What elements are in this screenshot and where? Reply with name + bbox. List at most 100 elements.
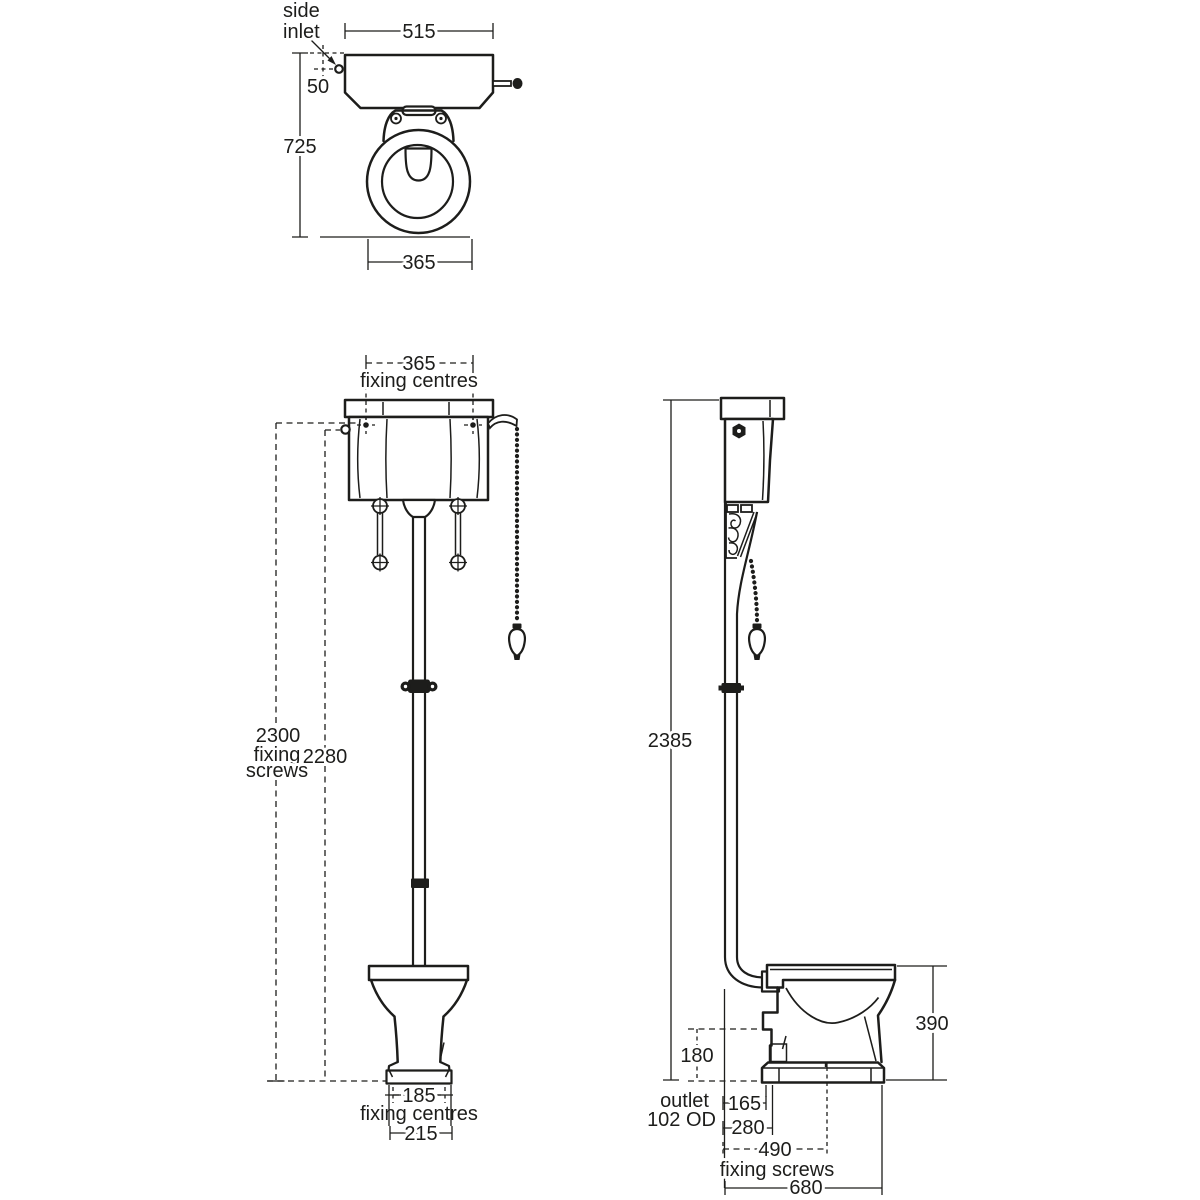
pan-pedestal-inner-line: [863, 1016, 877, 1062]
dim-2300-lines: [275, 422, 359, 1081]
dim-680-lines: [724, 1181, 883, 1195]
pan-seat-plate-side: [765, 963, 897, 989]
pan-base-side: [760, 1061, 886, 1084]
chain-pull-tip: [513, 654, 521, 660]
dim-overall-depth: 680: [724, 1174, 883, 1200]
side-inlet-label-line2: inlet: [283, 21, 320, 43]
cistern-body-front: [347, 415, 490, 502]
dim-2385-value: 2385: [648, 730, 693, 752]
dim-cistern-fixing-centres: 365 fixing centres: [357, 350, 481, 424]
dim-inlet-offset: 50: [304, 45, 344, 101]
pipe-elbow: [723, 956, 765, 989]
dim-seat-width: 365: [367, 239, 473, 277]
dim-trap-setout: 280: [722, 1114, 774, 1142]
cistern-lid-ticks: [382, 402, 450, 415]
side-extension-lines: [723, 989, 883, 1188]
pull-chain-side: [748, 558, 760, 626]
pan-bowl-sides: [369, 978, 469, 1064]
flush-bell: [401, 498, 437, 519]
dim-185-label: fixing centres: [360, 1103, 478, 1125]
pan-base-details: [762, 1067, 884, 1082]
dim-180-value: 180: [680, 1045, 713, 1067]
dim-365-plan-value: 365: [402, 252, 435, 274]
side-view: 2385 390 180 outlet 102 OD 165 280: [644, 396, 952, 1200]
bracket-lug-2: [740, 504, 753, 513]
dim-outlet-setout: 165: [722, 1090, 767, 1118]
bracket-bottom-cross: [449, 553, 467, 572]
seat-shoulders: [382, 109, 455, 143]
bracket-stem: [376, 513, 384, 555]
pan-surface-line: [440, 1042, 445, 1057]
flush-pipe-front: [411, 517, 427, 966]
cistern-body-contours: [357, 418, 480, 499]
bracket-bottom-cross: [371, 553, 389, 572]
bracket-scrollwork: [727, 513, 742, 556]
pan-top-plate-front: [367, 964, 470, 982]
dim-cistern-width: 515: [344, 18, 494, 46]
side-inlet-boss: [334, 64, 344, 74]
fixing-hole-crosshairs: [357, 416, 482, 434]
bracket-lug-1: [726, 504, 739, 513]
cistern-lid-front: [343, 398, 495, 419]
pull-lever-arm: [486, 414, 518, 430]
seat-hinge-screw-left-dot: [394, 116, 398, 121]
dim-185-value: 185: [402, 1085, 435, 1107]
hex-bolt-center: [737, 429, 741, 433]
cistern-bracket-left: [371, 497, 389, 572]
outlet-annotation: outlet 102 OD: [644, 1087, 719, 1134]
flush-pipe-side: [723, 502, 759, 957]
dim-pan-height: 390: [886, 965, 952, 1081]
seat-hinge-screw-right-dot: [439, 116, 443, 121]
dim-215-value: 215: [404, 1123, 437, 1145]
chain-pull-tip-side: [753, 654, 761, 660]
leader-line: [310, 39, 332, 61]
clip-tab-left: [718, 685, 722, 691]
side-inlet-label-line1: side: [283, 0, 320, 22]
dim-2280-value: 2280: [303, 746, 348, 768]
pan-plinth-front: [385, 1069, 453, 1085]
pan-outlet-stub: [770, 1043, 788, 1063]
clip-band: [721, 683, 741, 693]
dim-2300-label1: fixing: [254, 744, 301, 766]
bowl-flush-opening: [404, 147, 433, 182]
cistern-bracket-right: [449, 497, 467, 572]
flush-lever-arm: [492, 80, 512, 87]
cistern-lid-side: [719, 396, 786, 421]
ornament-dot-right: [430, 684, 435, 689]
dim-50-lines: [310, 45, 344, 77]
bowl-inner-ring: [380, 143, 455, 220]
pan-front-profile: [876, 978, 897, 1064]
chain-pull-connector: [512, 623, 522, 629]
dim-pan-fixing-screws: 490 fixing screws: [717, 1067, 837, 1184]
bracket-top-cross: [449, 497, 467, 515]
pipe-ornament-clip: [400, 679, 438, 693]
clip-tab-right: [741, 685, 744, 691]
pan-surface-tick: [781, 1035, 787, 1050]
chain-pull-handle-side: [748, 627, 766, 658]
side-inlet-front: [340, 424, 351, 435]
dim-pan-base-width: 215: [388, 1085, 453, 1148]
dim-725-value: 725: [283, 136, 316, 158]
dim-2300-value: 2300: [256, 725, 301, 747]
dim-280-lines: [722, 1121, 774, 1135]
dim-365-plan-lines: [367, 239, 473, 270]
base-fixing-mark: [824, 1062, 828, 1067]
dim-390-value: 390: [915, 1013, 948, 1035]
dim-725-lines: [292, 52, 470, 238]
pan-bowl-interior-curve: [785, 987, 880, 1024]
pipe-joint-band: [411, 878, 429, 888]
dim-515-lines: [344, 23, 494, 39]
dim-515-value: 515: [402, 21, 435, 43]
dim-365-fc-label: fixing centres: [360, 370, 478, 392]
cistern-body-side: [723, 417, 775, 504]
cistern-plan-outline: [343, 53, 495, 110]
seat-outer-ring: [365, 128, 472, 235]
dim-cistern-depth: 725: [280, 52, 470, 238]
side-inlet-callout: side inlet: [280, 0, 336, 65]
dim-490-value: 490: [758, 1139, 791, 1161]
ornament-dot-left: [403, 684, 408, 689]
chain-pull-connector-side: [752, 623, 762, 629]
dim-fixing-screws-height: 2300 fixing screws: [243, 422, 359, 1082]
dim-50-value: 50: [307, 76, 329, 98]
outlet-label-line2: 102 OD: [647, 1109, 716, 1131]
